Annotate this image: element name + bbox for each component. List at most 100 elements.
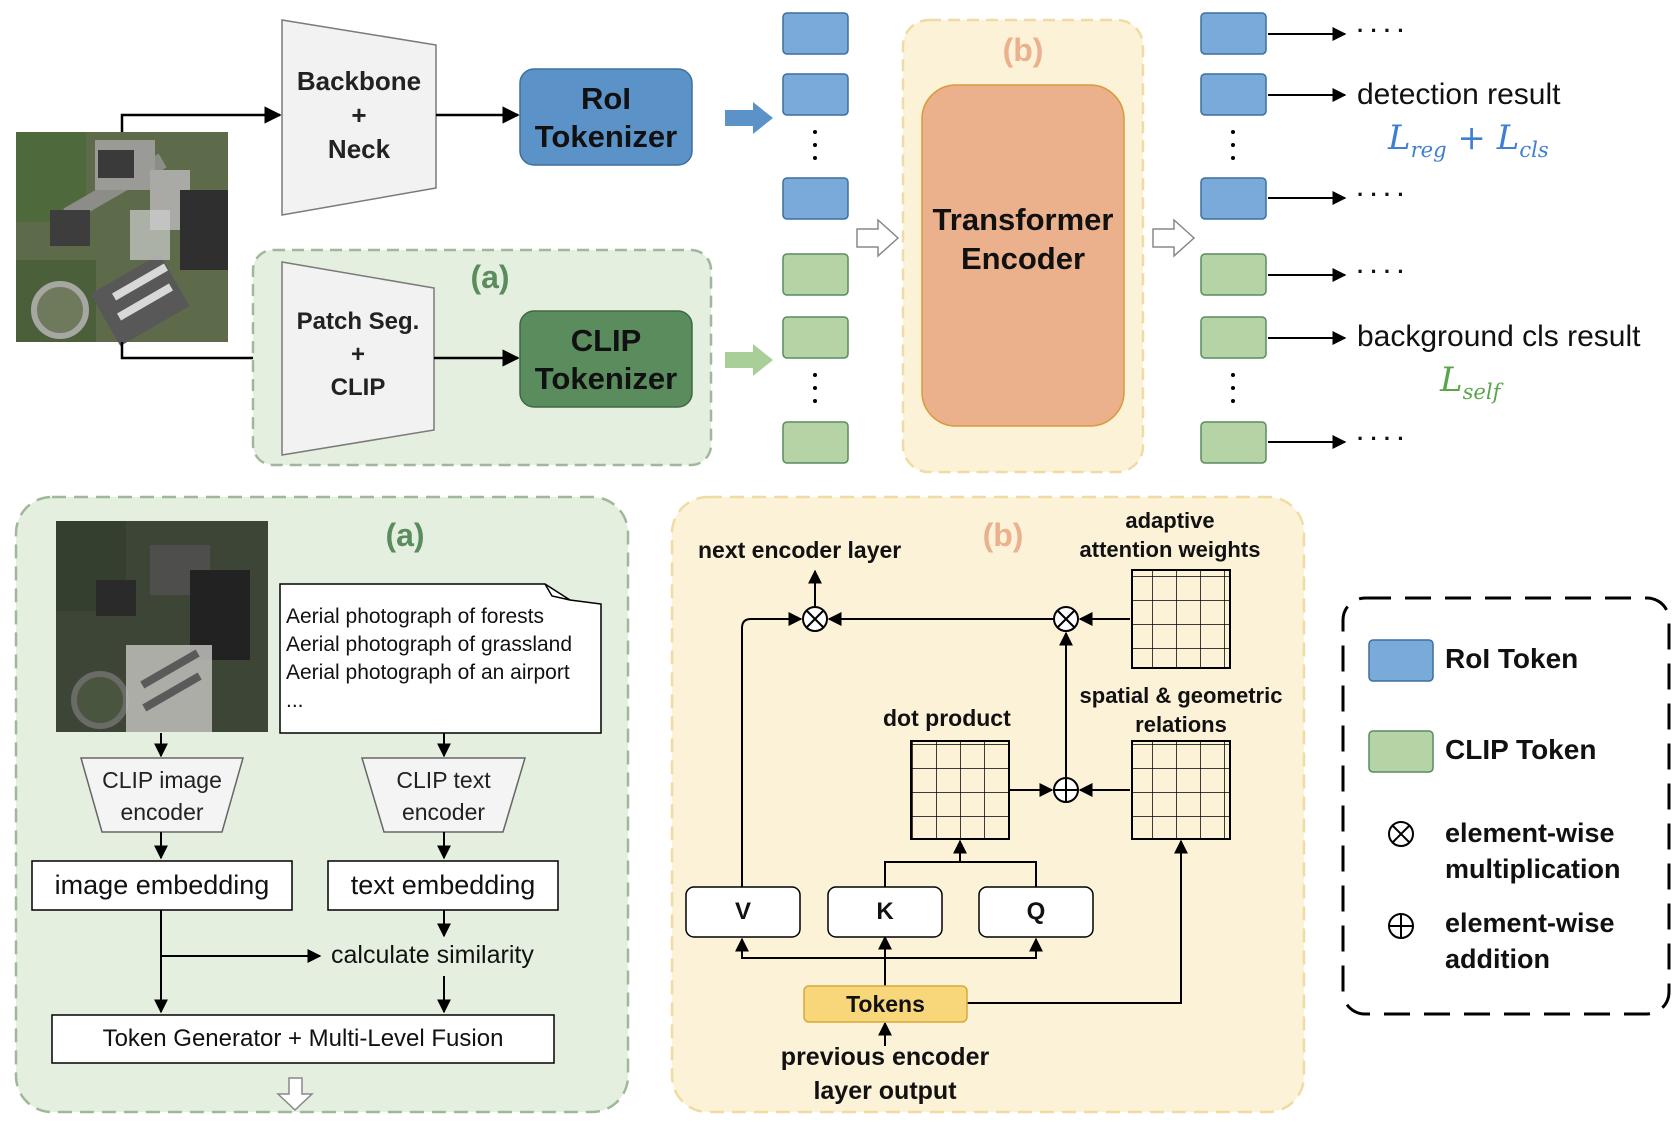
output-arrows <box>1268 27 1347 449</box>
roi-token <box>782 73 849 116</box>
clip-tokenizer-line1: CLIP <box>570 323 642 358</box>
tokens-label: Tokens <box>846 990 925 1017</box>
legend-add-label: element-wise addition <box>1445 905 1615 977</box>
clip-token <box>782 253 849 296</box>
arrow-image-to-backbone <box>120 106 282 132</box>
v-label: V <box>734 898 751 925</box>
legend-clip-swatch <box>1368 730 1434 773</box>
output-ellipsis-2: · · · · <box>1357 182 1405 207</box>
multiply-op-icon <box>1053 606 1079 632</box>
backbone-line2: + <box>351 100 367 130</box>
transformer-line1: Transformer <box>932 202 1114 237</box>
top-a-label: (a) <box>470 259 510 295</box>
loss-cls-subscript: cls <box>1519 136 1549 162</box>
clip-patch-block <box>281 261 435 456</box>
clip-token-out <box>1200 421 1267 464</box>
loss-reg-symbol: L <box>1388 118 1411 158</box>
roi-tokenizer-line1: RoI <box>581 81 631 116</box>
panel-b-label: (b) <box>982 517 1024 553</box>
dot-product-label: dot product <box>883 705 1011 731</box>
roi-tokenizer-box <box>519 68 693 166</box>
transformer-label: Transformer Encoder <box>922 200 1124 278</box>
attention-flow-arrows <box>735 569 1188 1046</box>
text-prompts: Aerial photograph of forests Aerial phot… <box>286 603 572 715</box>
q-label: Q <box>1026 898 1046 925</box>
hollow-arrow-in <box>856 218 900 258</box>
legend-box <box>1341 596 1671 1016</box>
backbone-label: Backbone + Neck <box>282 64 436 166</box>
clip-token-out <box>1200 316 1267 359</box>
legend-mult-line2: multiplication <box>1445 854 1621 884</box>
loss-reg-subscript: reg <box>1410 136 1447 162</box>
clip-branch-line1: Patch Seg. <box>296 308 420 335</box>
legend-roi-label: RoI Token <box>1445 643 1579 674</box>
clip-tokenizer-label: CLIP Tokenizer <box>520 322 692 398</box>
image-encoder-line2: encoder <box>120 799 204 825</box>
loss-plus: + <box>1446 118 1497 158</box>
loss-cls-symbol: L <box>1496 118 1520 158</box>
clip-tokenizer-line2: Tokenizer <box>534 361 678 396</box>
roi-tokenizer-line2: Tokenizer <box>534 119 678 154</box>
clip-token-out <box>1200 253 1267 296</box>
roi-token <box>782 177 849 220</box>
clip-text-encoder <box>360 757 527 833</box>
background-loss: Lself <box>1440 360 1500 404</box>
image-encoder-label: CLIP image encoder <box>81 764 243 828</box>
multiply-op-top-icon <box>802 606 828 632</box>
clip-branch-line3: CLIP <box>330 374 386 401</box>
roi-token-out <box>1200 12 1267 55</box>
prompt-3: Aerial photograph of an airport <box>286 661 570 684</box>
image-encoder-line1: CLIP image <box>102 767 222 793</box>
dot-product-grid <box>910 740 1010 840</box>
legend-clip-label: CLIP Token <box>1445 734 1597 765</box>
prompt-2: Aerial photograph of grassland <box>286 633 573 656</box>
adaptive-line1: adaptive <box>1125 508 1215 533</box>
legend-add-line2: addition <box>1445 944 1550 974</box>
clip-tokenizer-box <box>519 310 693 408</box>
output-ellipsis-1: · · · · <box>1357 18 1405 43</box>
top-b-label: (b) <box>1002 32 1044 68</box>
roi-token <box>782 12 849 55</box>
loss-self-symbol: L <box>1440 360 1463 400</box>
legend-add-line1: element-wise <box>1445 908 1615 938</box>
legend-multiply-icon <box>1388 821 1414 847</box>
clip-token <box>782 421 849 464</box>
hollow-arrow-down <box>276 1077 314 1112</box>
next-layer-label: next encoder layer <box>698 537 902 563</box>
detection-loss: Lreg + Lcls <box>1388 118 1549 162</box>
arrow-image-to-clip <box>120 342 282 367</box>
text-embedding-box <box>327 860 559 911</box>
legend-mult-label: element-wise multiplication <box>1445 815 1621 887</box>
hollow-arrow-out <box>1152 218 1196 258</box>
v-box <box>685 886 801 938</box>
image-embedding-label: image embedding <box>54 870 270 900</box>
clip-image-encoder <box>80 757 244 833</box>
roi-tokenizer-label: RoI Tokenizer <box>520 80 692 156</box>
transformer-line2: Encoder <box>960 241 1086 276</box>
text-embedding-label: text embedding <box>350 870 536 900</box>
clip-output-arrow <box>725 344 773 376</box>
output-ellipsis-3: · · · · <box>1357 259 1405 284</box>
legend-add-icon <box>1388 913 1414 939</box>
spatial-line1: spatial & geometric <box>1079 683 1283 708</box>
k-label: K <box>876 898 894 925</box>
output-token-column <box>1200 12 1267 464</box>
fusion-box <box>51 1014 555 1064</box>
similarity-label: calculate similarity <box>331 941 534 969</box>
add-op-icon <box>1053 777 1079 803</box>
q-box <box>978 886 1094 938</box>
adaptive-weights-grid <box>1131 569 1231 669</box>
prompt-1: Aerial photograph of forests <box>286 605 544 628</box>
spatial-label: spatial & geometric relations <box>1066 681 1296 739</box>
backbone-line3: Neck <box>327 134 391 164</box>
clip-input-image <box>56 521 268 732</box>
previous-layer-label: previous encoder layer output <box>745 1040 1025 1108</box>
fusion-label: Token Generator + Multi-Level Fusion <box>102 1025 504 1052</box>
background-result-label: background cls result <box>1357 320 1641 353</box>
roi-output-arrow <box>725 102 773 134</box>
text-encoder-line1: CLIP text <box>396 767 491 793</box>
previous-layer-line1: previous encoder <box>780 1043 990 1071</box>
k-box <box>827 886 943 938</box>
backbone-line1: Backbone <box>296 66 422 96</box>
